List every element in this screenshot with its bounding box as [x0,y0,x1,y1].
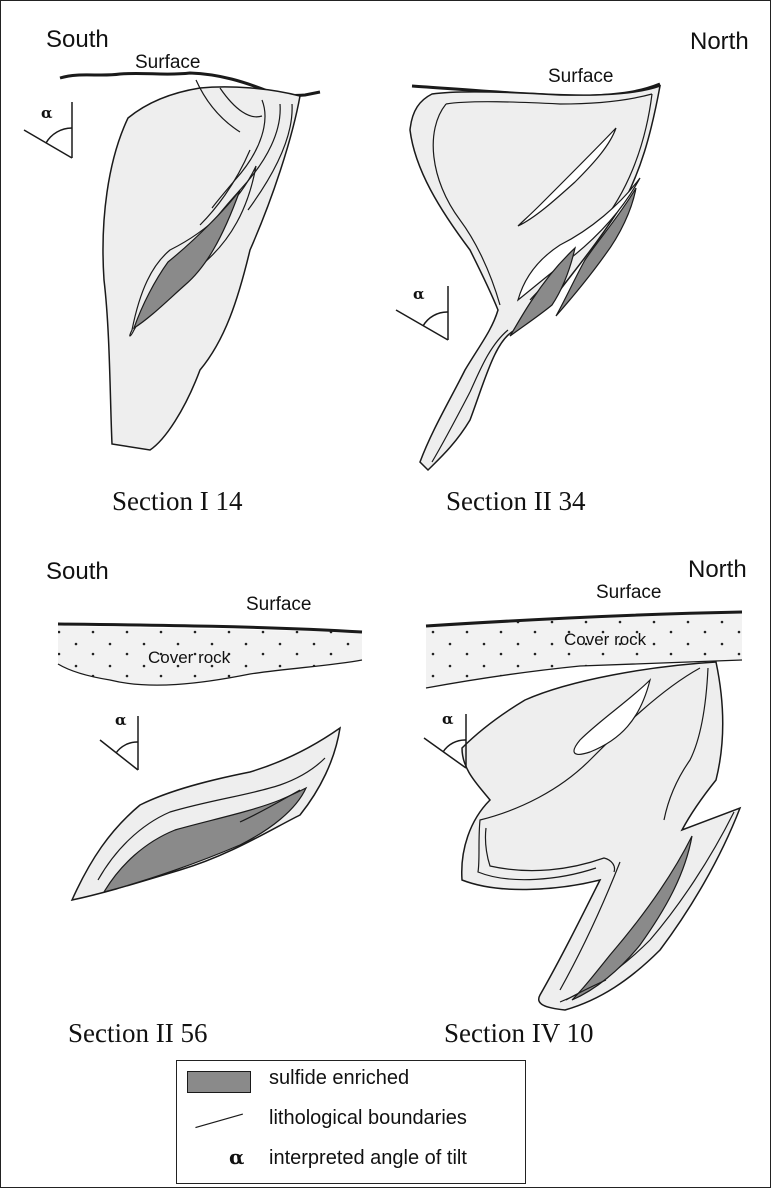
cover-rock-label: Cover rock [148,648,230,668]
direction-south-bottom: South [46,558,109,586]
legend-label: interpreted angle of tilt [269,1147,467,1170]
section-title: Section IV 10 [444,1018,594,1049]
direction-north-top: North [690,28,749,56]
legend-item-tilt: α interpreted angle of tilt [177,1145,525,1175]
legend-item-sulfide: sulfide enriched [177,1065,525,1095]
section-title: Section I 14 [112,486,242,517]
legend-label: lithological boundaries [269,1107,467,1130]
legend-label: sulfide enriched [269,1067,409,1090]
alpha-symbol: α [442,710,454,728]
sulfide-swatch [187,1071,251,1093]
section-iv10-ore-body [462,662,740,1010]
legend: sulfide enriched lithological boundaries… [176,1060,526,1184]
section-ii56-ore-body [72,728,340,900]
section-iv10-drawing [426,612,742,1010]
alpha-symbol: α [115,711,127,729]
alpha-symbol: α [41,104,53,122]
section-title: Section II 34 [446,486,585,517]
section-i14-ore-body [103,87,300,450]
surface-label: Surface [548,66,613,88]
cover-rock-label: Cover rock [564,630,646,650]
section-ii34-drawing [410,84,660,470]
section-title: Section II 56 [68,1018,207,1049]
section-i14-drawing [60,73,320,450]
legend-item-boundaries: lithological boundaries [177,1105,525,1135]
surface-label: Surface [596,582,661,604]
surface-label: Surface [135,52,200,74]
alpha-symbol: α [413,285,425,303]
boundary-line-symbol [187,1109,253,1131]
surface-label: Surface [246,594,311,616]
direction-north-bottom: North [688,556,747,584]
direction-south-top: South [46,26,109,54]
